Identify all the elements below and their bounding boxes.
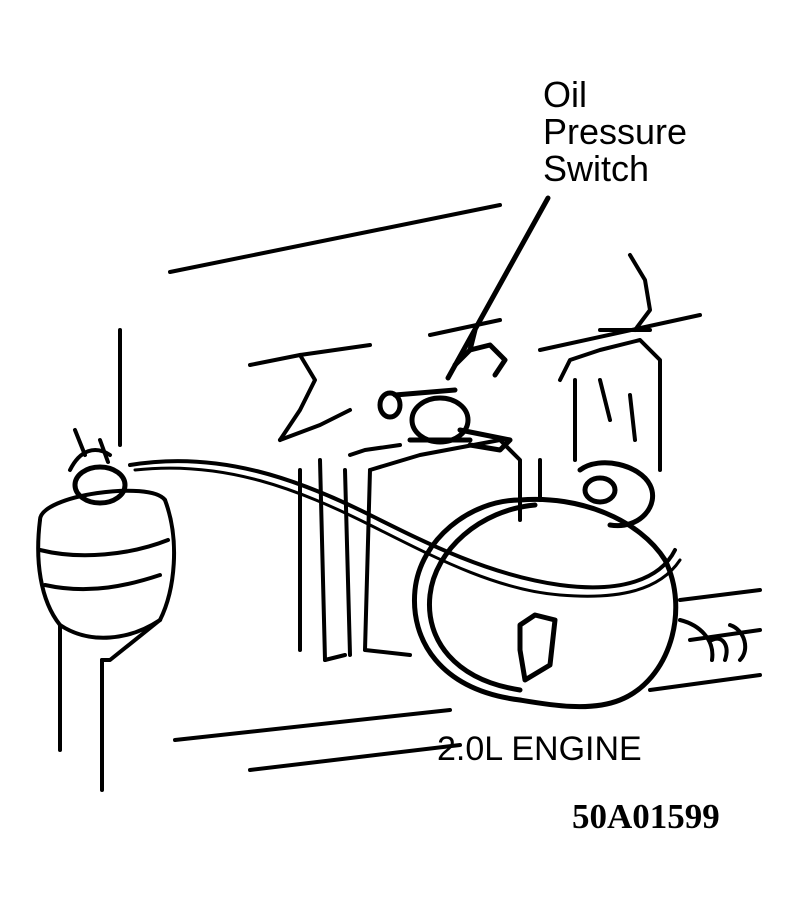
oil-pressure-switch bbox=[377, 327, 513, 453]
figure-id: 50A01599 bbox=[572, 797, 720, 836]
callout-line-1: Oil bbox=[543, 74, 587, 115]
sensor-wire-lower bbox=[133, 466, 682, 598]
engine-caption: 2.0L ENGINE bbox=[437, 730, 642, 768]
mounting-bracket bbox=[678, 618, 748, 662]
oil-filter bbox=[411, 460, 679, 710]
engine-block-outline bbox=[58, 203, 762, 792]
callout-line-3: Switch bbox=[543, 148, 650, 189]
oil-pressure-switch-label: Oil Pressure Switch bbox=[543, 76, 687, 187]
distributor bbox=[36, 328, 177, 662]
callout-line-2: Pressure bbox=[543, 111, 688, 152]
sensor-wire bbox=[128, 459, 677, 590]
callout-leader-line bbox=[445, 195, 551, 381]
